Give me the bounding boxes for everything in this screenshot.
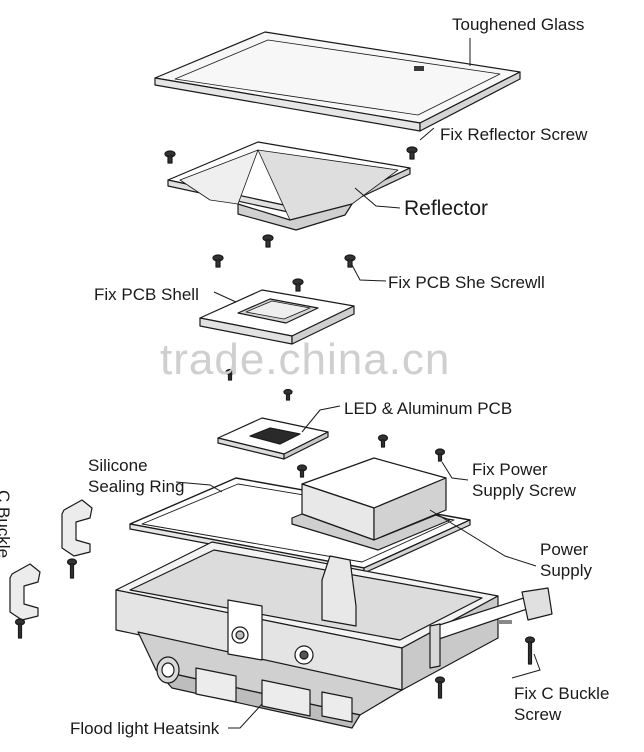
led-pcb-part: [217, 417, 329, 460]
label-led-aluminum-pcb: LED & Aluminum PCB: [344, 399, 513, 418]
label-silicone-sealing-ring: Silicone Sealing Ring: [88, 456, 185, 496]
c-buckle-screws: [14, 558, 536, 699]
label-flood-light-heatsink: Flood light Heatsink: [70, 719, 220, 738]
pcb-shell-screws: [212, 234, 356, 292]
c-buckle-parts: [9, 499, 93, 621]
watermark: trade.china.cn: [160, 335, 451, 384]
heatsink-part: [115, 541, 553, 729]
toughened-glass-part: [154, 31, 521, 132]
reflector-screws: [164, 146, 418, 164]
label-c-buckle: C Buckle: [0, 490, 13, 559]
label-power-supply: Power Supply: [540, 540, 592, 580]
label-fix-pcb-shell: Fix PCB Shell: [94, 285, 199, 304]
label-reflector: Reflector: [404, 197, 489, 220]
pcb-screws: [225, 368, 293, 401]
label-toughened-glass: Toughened Glass: [452, 15, 585, 34]
label-fix-power-supply-screw: Fix Power Supply Screw: [472, 460, 576, 500]
label-fix-pcb-she-screwll: Fix PCB She Screwll: [388, 273, 545, 292]
reflector-part: [167, 141, 411, 231]
power-supply-part: [291, 457, 451, 551]
pcb-shell-part: [199, 289, 355, 345]
label-fix-c-buckle-screw: Fix C Buckle Screw: [514, 684, 610, 724]
label-fix-reflector-screw: Fix Reflector Screw: [440, 125, 588, 144]
leader-lines: [175, 38, 541, 729]
